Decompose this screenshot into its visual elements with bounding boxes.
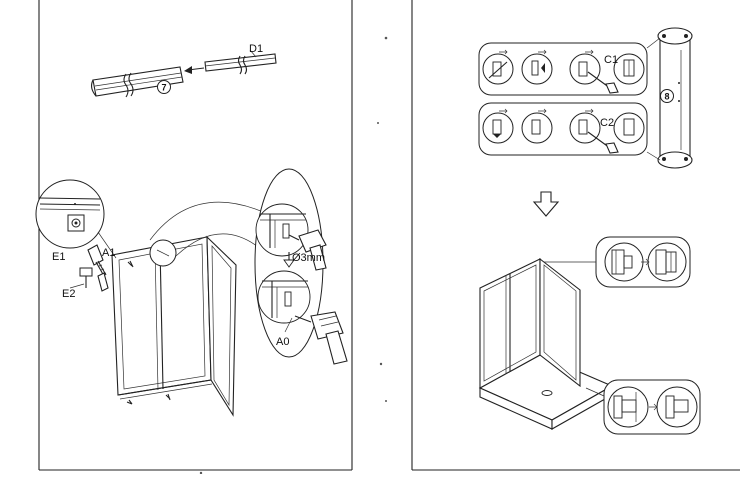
- detail-box-base-profile: [585, 379, 701, 435]
- clip-detail-box-c1: [478, 42, 648, 96]
- right-page-frame: [411, 0, 740, 471]
- next-step-arrow: [532, 191, 560, 217]
- svg-text:8: 8: [664, 92, 669, 102]
- shower-enclosure-left: [111, 235, 237, 417]
- svg-text:7: 7: [161, 83, 166, 93]
- screw-a1: [87, 244, 107, 277]
- vertical-profile: [646, 27, 693, 169]
- label-a0: A0: [276, 336, 289, 348]
- label-drill-diameter: Ø3mm: [292, 252, 325, 264]
- detail-box-wall-profile: [544, 236, 691, 288]
- step-badge-7: 7: [157, 80, 171, 94]
- step-badge-8: 8: [660, 89, 674, 103]
- label-c1: C1: [604, 54, 618, 66]
- label-d1: D1: [249, 43, 263, 55]
- drill-tool: [294, 311, 348, 365]
- label-e2: E2: [62, 288, 75, 300]
- detail-bubble-drilling: [254, 168, 327, 358]
- shower-enclosure-right: [478, 257, 614, 430]
- label-e1: E1: [52, 251, 65, 263]
- frame-profile-illustration: [90, 49, 277, 98]
- left-page-frame: [38, 0, 353, 471]
- label-c2: C2: [600, 117, 614, 129]
- detail-bubble-profile: [35, 179, 105, 249]
- plug-e2: [69, 267, 93, 289]
- wall-dowel: [97, 272, 109, 292]
- clip-detail-box-c2: [478, 102, 648, 156]
- label-a1: A1: [102, 247, 115, 259]
